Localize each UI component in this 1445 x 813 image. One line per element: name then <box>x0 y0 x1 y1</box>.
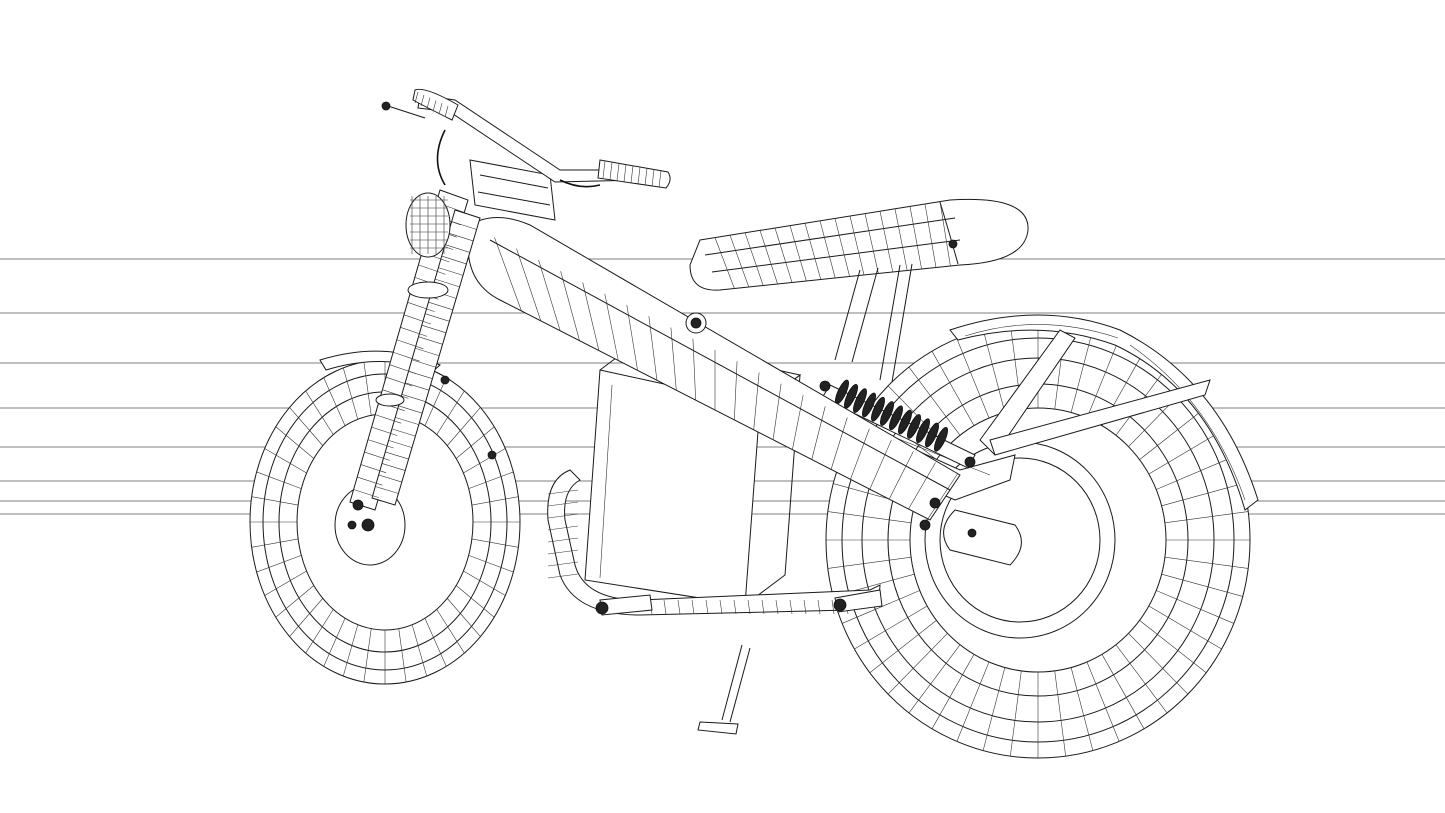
kickstand <box>697 644 751 735</box>
left-grip <box>412 88 459 121</box>
front-fork <box>347 189 497 530</box>
main-frame <box>467 217 961 531</box>
rear-fender <box>949 314 1259 511</box>
lower-frame-tube <box>547 469 883 616</box>
triple-clamp <box>469 159 556 221</box>
right-grip <box>597 159 671 189</box>
seat <box>689 198 1029 291</box>
chain-plate <box>943 509 1022 566</box>
seat-struts <box>834 263 913 383</box>
headlight <box>405 192 451 258</box>
handlebar <box>381 88 671 189</box>
